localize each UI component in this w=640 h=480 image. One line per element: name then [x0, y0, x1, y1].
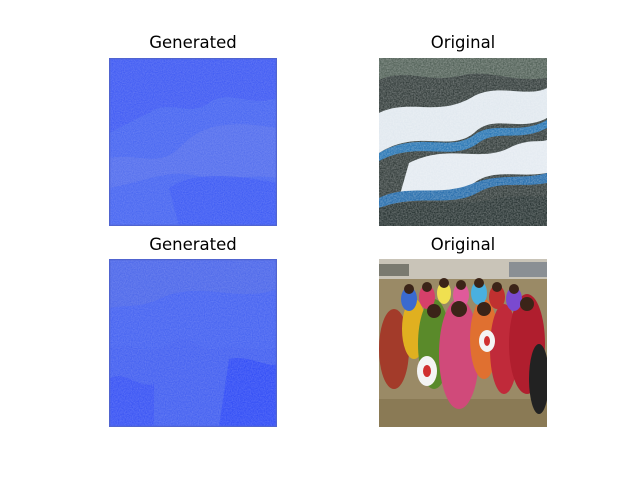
original-image-ocean [379, 58, 547, 226]
panel-title-generated-bottom: Generated [149, 235, 237, 254]
panel-title-original-bottom: Original [430, 235, 496, 254]
panel-title-original-top: Original [430, 33, 496, 52]
panel-title-generated-top: Generated [149, 33, 237, 52]
generated-image-bottom [109, 259, 277, 427]
original-image-crowd [379, 259, 547, 427]
generated-image-top [109, 58, 277, 226]
